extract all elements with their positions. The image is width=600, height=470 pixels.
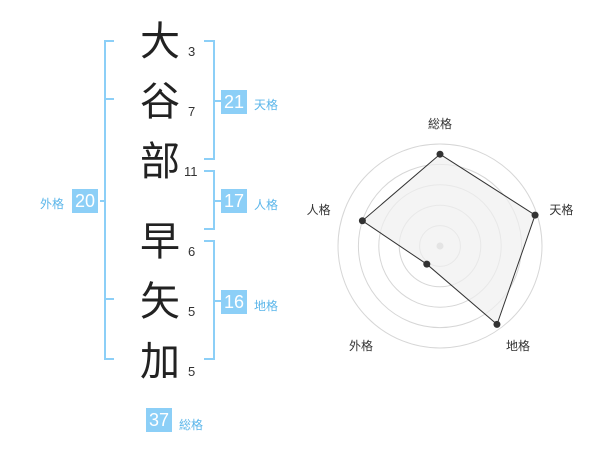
- surname-char-3: 部: [140, 139, 180, 185]
- chikaku-connector: [213, 300, 221, 302]
- chikaku-value: 16: [221, 290, 248, 314]
- soukaku-value: 37: [146, 408, 173, 432]
- radar-ring: [337, 143, 543, 349]
- given-strokes-3: 5: [188, 364, 196, 379]
- radar-shape: [361, 153, 536, 326]
- radar-axis-label: 人格: [307, 202, 331, 217]
- soukaku-label: 総格: [179, 418, 204, 432]
- jinkaku-connector: [213, 200, 221, 202]
- jinkaku-label: 人格: [254, 198, 279, 212]
- radar-axis-label: 天格: [549, 202, 573, 217]
- jinkaku-bracket-top: [204, 170, 214, 172]
- radar-point: [436, 150, 444, 158]
- tenkaku-value: 21: [221, 90, 248, 114]
- radar-point: [493, 320, 501, 328]
- surname-char-1: 大: [140, 19, 180, 65]
- given-char-2: 矢: [140, 279, 180, 325]
- tenkaku-label: 天格: [254, 98, 279, 112]
- radar-axis-label: 外格: [349, 338, 373, 353]
- radar-point: [358, 217, 366, 225]
- gaikaku-bracket-bottom: [104, 358, 114, 360]
- gaikaku-bracket-mid1: [104, 98, 114, 100]
- radar-axis-label: 総格: [428, 116, 452, 131]
- tenkaku-bracket-top: [204, 40, 214, 42]
- gaikaku-bracket-top: [104, 40, 114, 42]
- radar-point: [531, 211, 539, 219]
- given-char-3: 加: [140, 339, 180, 385]
- chikaku-bracket-bottom: [204, 358, 214, 360]
- surname-char-2: 谷: [140, 79, 180, 125]
- gaikaku-bracket-mid2: [104, 298, 114, 300]
- surname-strokes-2: 7: [188, 104, 196, 119]
- surname-strokes-3: 11: [184, 164, 198, 179]
- tenkaku-bracket-bottom: [204, 158, 214, 160]
- chikaku-label: 地格: [254, 299, 279, 313]
- jinkaku-value: 17: [221, 189, 248, 213]
- given-char-1: 早: [140, 219, 180, 265]
- radar-point: [423, 260, 431, 268]
- radar-points: [358, 150, 539, 328]
- gaikaku-connector: [100, 200, 106, 202]
- gaikaku-value: 20: [72, 189, 99, 213]
- gaikaku-label: 外格: [40, 197, 65, 211]
- surname-strokes-1: 3: [188, 44, 196, 59]
- given-strokes-1: 6: [188, 244, 196, 259]
- given-strokes-2: 5: [188, 304, 196, 319]
- chikaku-bracket-top: [204, 240, 214, 242]
- jinkaku-bracket-bottom: [204, 228, 214, 230]
- tenkaku-connector: [213, 100, 221, 102]
- radar-axis-label: 地格: [506, 338, 530, 353]
